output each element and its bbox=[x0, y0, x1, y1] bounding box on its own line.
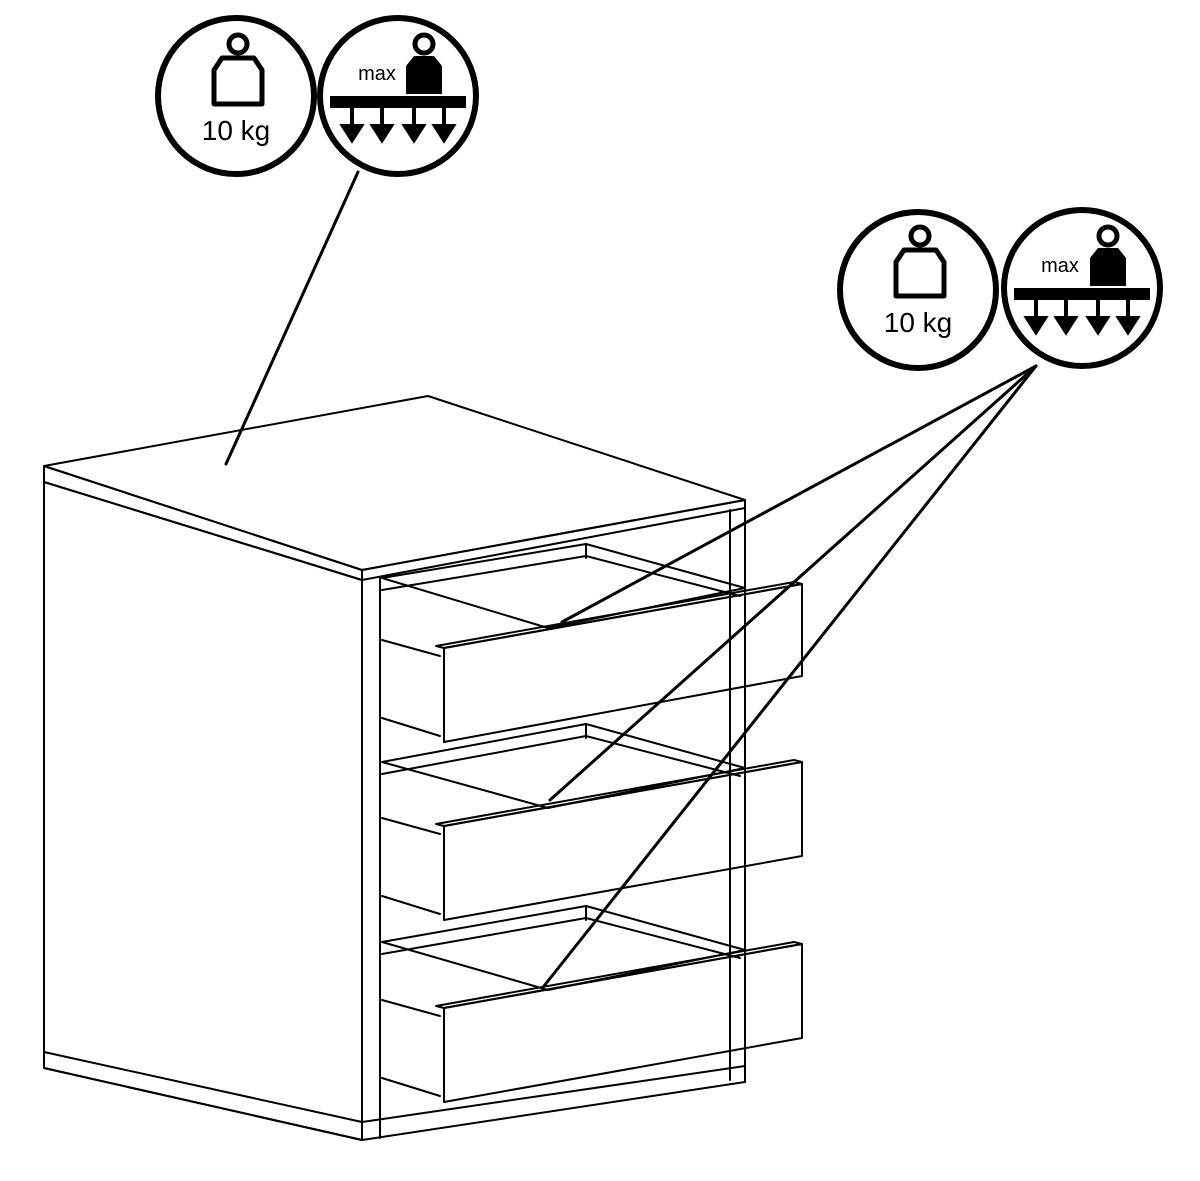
leader-drawer-middle bbox=[548, 364, 1038, 802]
side-panel bbox=[43, 481, 363, 1141]
drawers bbox=[381, 543, 803, 1103]
max-label: max bbox=[358, 63, 396, 85]
leader-top bbox=[224, 170, 360, 466]
leader-lines bbox=[224, 170, 1038, 988]
drawer-front-middle bbox=[443, 761, 803, 921]
drawer-front-bottom bbox=[443, 943, 803, 1103]
bottom-rail bbox=[361, 1065, 746, 1141]
leader-drawer-bottom bbox=[542, 364, 1038, 988]
weight-badge: 10 kg bbox=[837, 209, 999, 371]
weight-icon bbox=[211, 32, 265, 107]
drawer-top bbox=[381, 543, 803, 743]
callout-drawers: 10 kg max bbox=[837, 207, 1163, 371]
weight-icon bbox=[893, 224, 947, 299]
top-panel-edge bbox=[43, 465, 363, 581]
max-load-icon bbox=[1014, 224, 1150, 336]
weight-label: 10 kg bbox=[884, 307, 953, 338]
max-load-icon bbox=[330, 32, 466, 144]
max-load-badge: max bbox=[1001, 207, 1163, 369]
top-panel bbox=[43, 395, 746, 571]
drawer-middle bbox=[381, 723, 803, 921]
leader-drawer-top bbox=[560, 364, 1038, 624]
drawer-front-top bbox=[443, 583, 803, 743]
weight-label: 10 kg bbox=[202, 115, 271, 146]
drawer-bottom bbox=[381, 905, 803, 1103]
max-load-badge: max bbox=[317, 15, 479, 177]
callout-top-surface: 10 kg max bbox=[155, 15, 479, 177]
max-label: max bbox=[1041, 255, 1079, 277]
cabinet bbox=[43, 395, 746, 1141]
weight-badge: 10 kg bbox=[155, 15, 317, 177]
